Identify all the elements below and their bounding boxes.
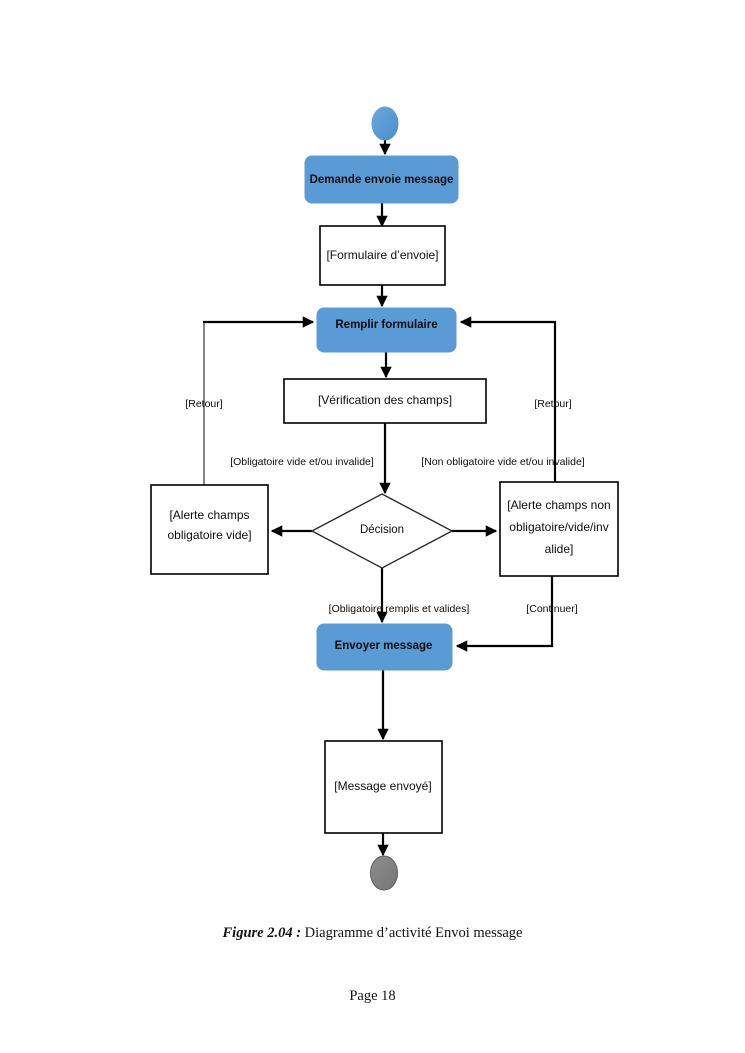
guard-continuer: [Continuer] — [526, 603, 577, 615]
decision-label: Décision — [360, 524, 404, 536]
object-alerte-obligatoire-label-line1: [Alerte champs — [169, 508, 249, 522]
object-node-alerte-obligatoire[interactable]: [Alerte champs obligatoire vide] — [150, 484, 269, 575]
figure-number: Figure 2.04 : — [222, 925, 302, 941]
action-remplir-shape — [316, 307, 457, 353]
figure-caption: Figure 2.04 : Diagramme d’activité Envoi… — [0, 925, 745, 942]
action-demande-envoie-message[interactable]: Demande envoie message — [304, 155, 459, 204]
action-demande-shape — [304, 155, 459, 204]
object-formulaire-label: [Formulaire d’envoie] — [326, 248, 438, 262]
figure-caption-text: Diagramme d’activité Envoi message — [304, 925, 523, 941]
object-node-formulaire[interactable]: [Formulaire d’envoie] — [319, 225, 446, 286]
guard-retour-left: [Retour] — [185, 398, 222, 410]
decision-shape — [310, 493, 454, 569]
page-number: Page 18 — [349, 988, 396, 1004]
object-formulaire-shape — [319, 225, 446, 286]
object-alerte-obligatoire-shape — [150, 484, 269, 575]
edge-continuer-to-envoyer — [455, 576, 554, 652]
action-remplir-formulaire[interactable]: Remplir formulaire — [316, 307, 457, 353]
guard-non-obligatoire-invalide: [Non obligatoire vide et/ou invalide] — [421, 456, 585, 468]
decision-node[interactable]: Décision — [310, 493, 454, 569]
object-node-message-envoye[interactable]: [Message envoyé] — [324, 740, 443, 834]
guard-retour-right: [Retour] — [534, 398, 571, 410]
object-alerte-non-obligatoire-label-line1: [Alerte champs non — [507, 498, 610, 512]
object-message-envoye-shape — [324, 740, 443, 834]
object-verification-label: [Vérification des champs] — [318, 393, 452, 407]
object-alerte-non-obligatoire-label-line2: obligatoire/vide/inv — [509, 520, 608, 534]
guard-obligatoire-invalide: [Obligatoire vide et/ou invalide] — [230, 456, 374, 468]
final-node — [370, 855, 398, 891]
action-envoyer-message[interactable]: Envoyer message — [316, 623, 453, 671]
edge-retour-right-to-remplir — [459, 316, 557, 482]
activity-diagram-canvas: Demande envoie message [Formulaire d’env… — [150, 106, 619, 891]
object-verification-shape — [283, 378, 487, 424]
action-envoyer-shape — [316, 623, 453, 671]
object-alerte-obligatoire-label-line2: obligatoire vide] — [167, 528, 251, 542]
initial-node — [371, 106, 399, 141]
object-message-envoye-label: [Message envoyé] — [334, 779, 431, 793]
object-alerte-non-obligatoire-shape — [499, 481, 619, 577]
action-remplir-label: Remplir formulaire — [335, 319, 437, 331]
object-alerte-non-obligatoire-label-line3: alide] — [545, 542, 574, 556]
action-demande-label: Demande envoie message — [310, 174, 454, 186]
object-node-verification[interactable]: [Vérification des champs] — [283, 378, 487, 424]
action-envoyer-label: Envoyer message — [335, 640, 433, 652]
guard-obligatoire-valide: [Obligatoire remplis et valides] — [329, 603, 470, 615]
object-node-alerte-non-obligatoire[interactable]: [Alerte champs non obligatoire/vide/inv … — [499, 481, 619, 577]
